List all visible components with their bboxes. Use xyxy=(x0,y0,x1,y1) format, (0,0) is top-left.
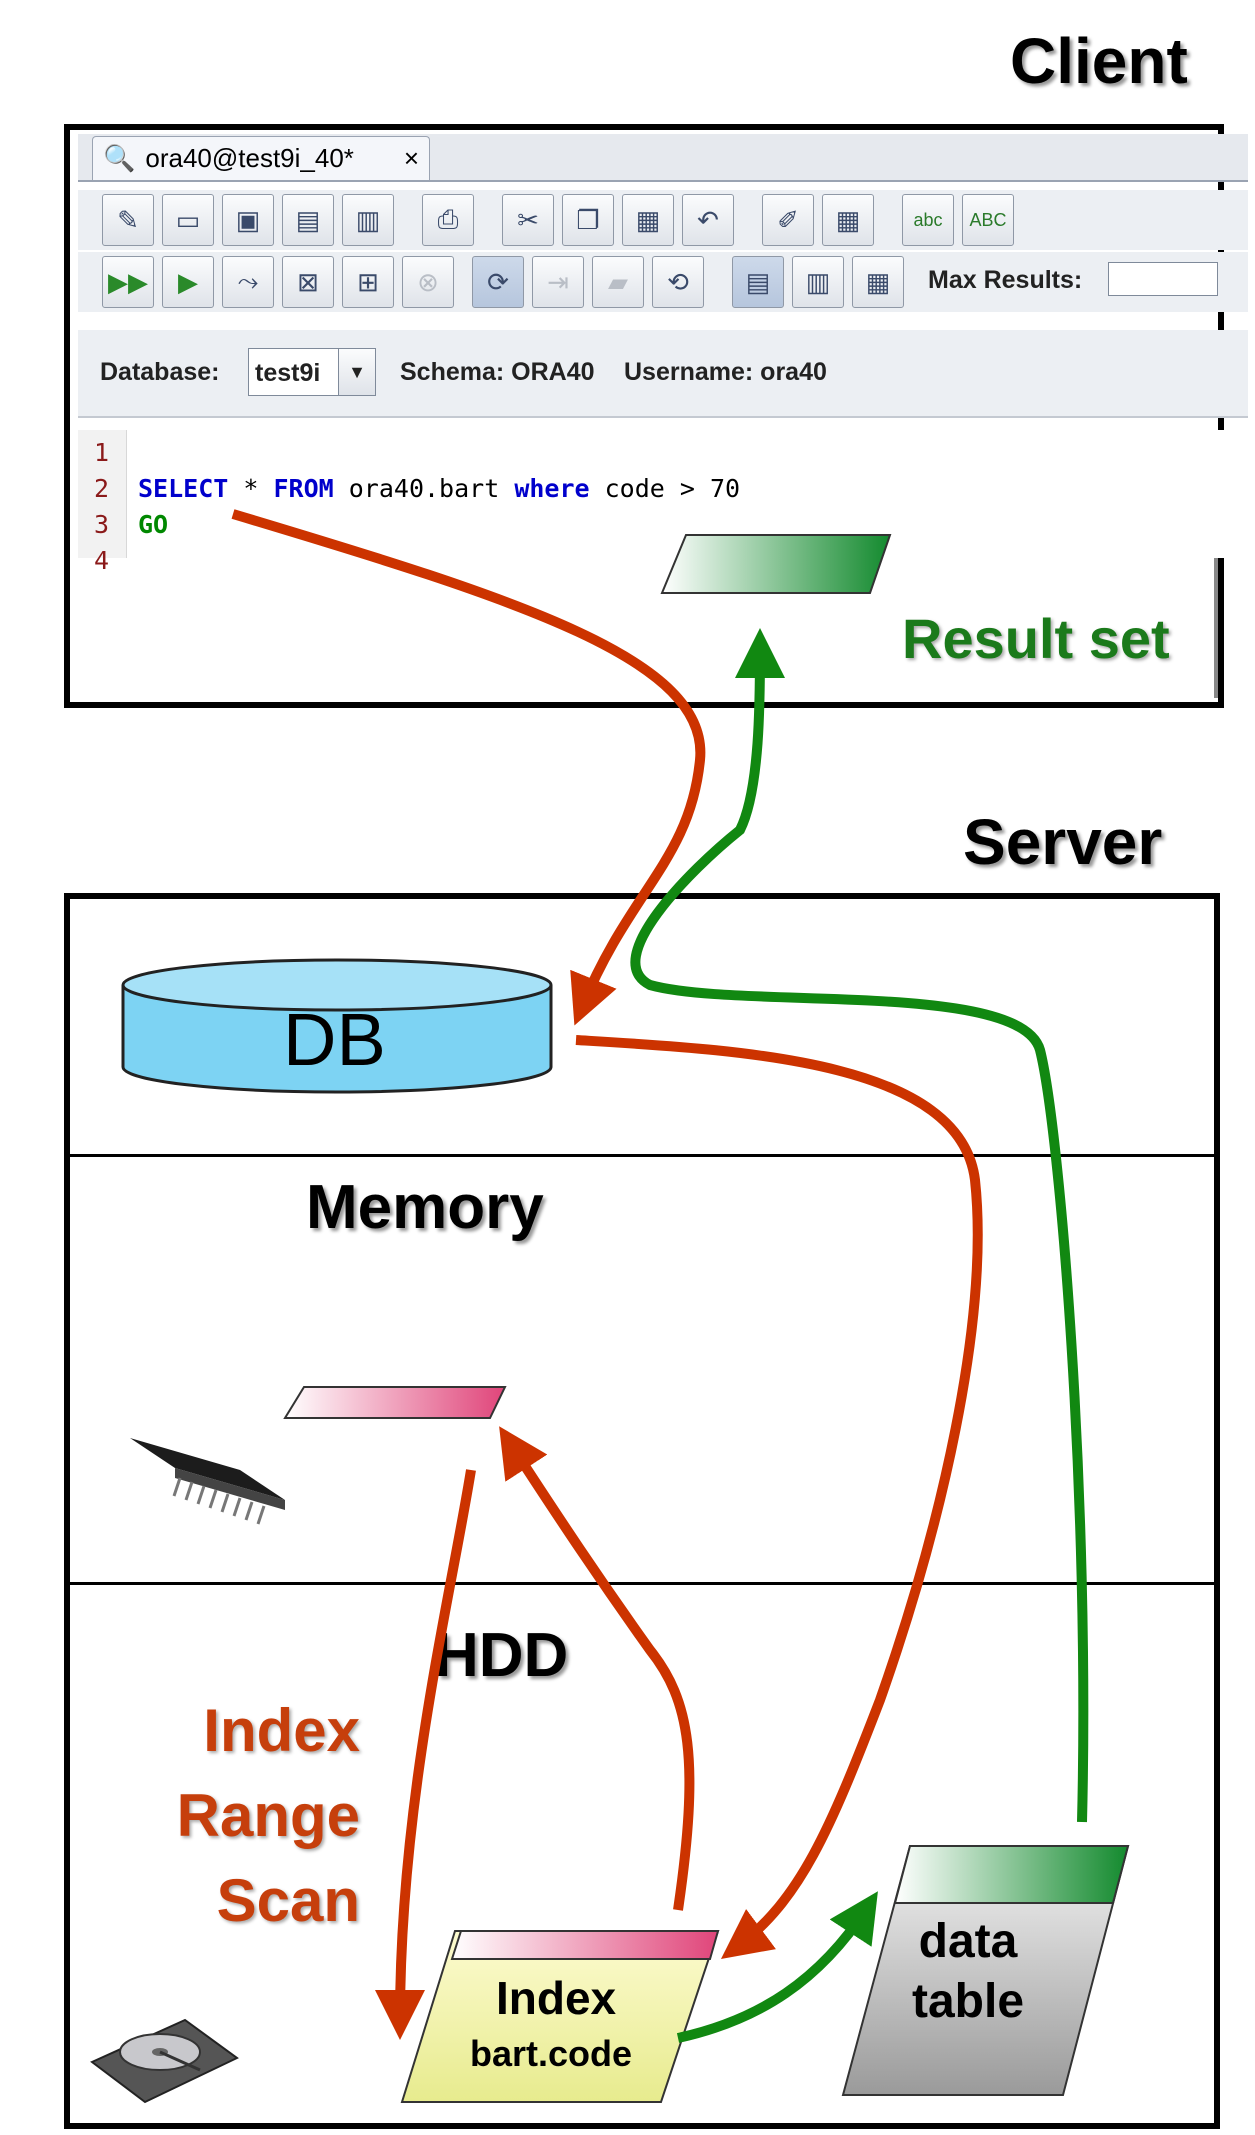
max-results-label: Max Results: xyxy=(928,266,1083,294)
form-view-button[interactable]: ▦ xyxy=(852,256,904,308)
client-panel: 🔍 ora40@test9i_40* × ✎ ▭ ▣ ▤ ▥ ⎙ ✂ ❐ ▦ ↶… xyxy=(64,124,1248,708)
table-button[interactable]: ▦ xyxy=(822,194,874,246)
hdd-divider xyxy=(68,1582,1216,1585)
data-table-word: data xyxy=(918,1915,1018,1968)
index-subtitle: bart.code xyxy=(470,2033,633,2074)
red-arrow-index-to-memory xyxy=(499,1426,695,1911)
connection-bar: Database: test9i ▼ Schema: ORA40 Usernam… xyxy=(78,330,1248,418)
save-all-button[interactable]: ▥ xyxy=(342,194,394,246)
memory-divider xyxy=(68,1154,1216,1157)
database-select-value: test9i xyxy=(255,359,321,387)
memory-chip-icon xyxy=(130,1438,285,1525)
index-box-header xyxy=(450,1930,720,1960)
copy-button[interactable]: ❐ xyxy=(562,194,614,246)
line-number: 1 xyxy=(94,438,110,467)
print-button[interactable]: ⎙ xyxy=(422,194,474,246)
sql-text: * xyxy=(228,474,274,503)
execute-button[interactable]: ▶ xyxy=(162,256,214,308)
editor-tab-bar: 🔍 ora40@test9i_40* × xyxy=(78,134,1248,182)
tab-ora40[interactable]: 🔍 ora40@test9i_40* × xyxy=(92,136,430,180)
db-label: DB xyxy=(283,998,386,1081)
index-range-scan-label: Index Range Scan xyxy=(120,1688,360,1943)
red-arrow-memory-to-index xyxy=(375,1469,476,2040)
data-table-word: table xyxy=(912,1975,1025,2028)
sql-line-3: GO xyxy=(138,510,169,539)
autocommit-button[interactable]: ⟳ xyxy=(472,256,524,308)
sql-editor[interactable]: 1 2 3 4 SELECT * FROM ora40.bart where c… xyxy=(78,430,1248,575)
scan-word: Scan xyxy=(216,1867,360,1934)
toolbar-row-1: ✎ ▭ ▣ ▤ ▥ ⎙ ✂ ❐ ▦ ↶ ✐ ▦ abc ABC xyxy=(78,190,1248,250)
red-arrow-query-to-db xyxy=(231,509,706,1026)
close-icon[interactable]: × xyxy=(403,143,419,173)
stop-button[interactable]: ⊗ xyxy=(402,256,454,308)
grid-view-button[interactable]: ▤ xyxy=(732,256,784,308)
server-heading: Server xyxy=(963,806,1163,878)
chevron-down-icon[interactable]: ▼ xyxy=(338,349,375,395)
sql-keyword: FROM xyxy=(273,474,334,503)
toolbar-row-2: ▶▶ ▶ ⤳ ⊠ ⊞ ⊗ ⟳ ⇥ ▰ ⟲ ▤ ▥ ▦ Max Results: xyxy=(78,252,1248,312)
lowercase-button[interactable]: abc xyxy=(902,194,954,246)
database-label: Database: xyxy=(100,358,220,386)
commit-button[interactable]: ⇥ xyxy=(532,256,584,308)
scan-word: Range xyxy=(176,1782,360,1849)
schema-label: Schema: ORA40 xyxy=(400,358,595,386)
memory-buffer-shape xyxy=(283,1386,507,1419)
hard-disk-icon xyxy=(90,2018,239,2104)
open-folder-button[interactable]: ▭ xyxy=(162,194,214,246)
explain-button[interactable]: ⊠ xyxy=(282,256,334,308)
data-table-label: data table xyxy=(912,1912,1024,2032)
green-arrow-table-to-client xyxy=(630,628,1089,1823)
save-as-button[interactable]: ▤ xyxy=(282,194,334,246)
uppercase-button[interactable]: ABC xyxy=(962,194,1014,246)
cut-button[interactable]: ✂ xyxy=(502,194,554,246)
rollback-button[interactable]: ▰ xyxy=(592,256,644,308)
scan-word: Index xyxy=(203,1697,360,1764)
paste-button[interactable]: ▦ xyxy=(622,194,674,246)
sql-keyword: SELECT xyxy=(138,474,229,503)
database-select[interactable]: test9i ▼ xyxy=(248,348,376,396)
index-title: Index xyxy=(496,1972,617,2024)
save-button[interactable]: ▣ xyxy=(222,194,274,246)
hdd-label: HDD xyxy=(434,1621,569,1690)
db-cylinder xyxy=(121,958,553,1094)
sql-text: code > 70 xyxy=(589,474,741,503)
execute-step-button[interactable]: ⤳ xyxy=(222,256,274,308)
sql-editor-icon: 🔍 xyxy=(103,143,136,173)
refresh-button[interactable]: ⟲ xyxy=(652,256,704,308)
undo-button[interactable]: ↶ xyxy=(682,194,734,246)
max-results-input[interactable] xyxy=(1108,262,1218,296)
sql-keyword: where xyxy=(514,474,590,503)
client-heading: Client xyxy=(1010,25,1188,97)
line-number-gutter xyxy=(78,430,127,558)
highlight-button[interactable]: ✐ xyxy=(762,194,814,246)
execute-all-button[interactable]: ▶▶ xyxy=(102,256,154,308)
green-arrow-index-to-table xyxy=(676,1891,878,2043)
editor-scroll-edge xyxy=(1214,558,1218,698)
plan-button[interactable]: ⊞ xyxy=(342,256,394,308)
username-label: Username: ora40 xyxy=(624,358,827,386)
red-arrow-db-to-index xyxy=(575,1035,983,1959)
line-number: 2 xyxy=(94,474,110,503)
sql-text: ora40.bart xyxy=(333,474,515,503)
tab-title: ora40@test9i_40* xyxy=(145,143,354,173)
sql-line-2: SELECT * FROM ora40.bart where code > 70 xyxy=(138,474,740,503)
text-view-button[interactable]: ▥ xyxy=(792,256,844,308)
new-file-button[interactable]: ✎ xyxy=(102,194,154,246)
memory-label: Memory xyxy=(306,1173,544,1242)
result-set-label: Result set xyxy=(902,607,1170,670)
result-set-shape xyxy=(660,534,892,594)
line-number: 3 xyxy=(94,510,110,539)
data-table-header xyxy=(893,1845,1130,1904)
